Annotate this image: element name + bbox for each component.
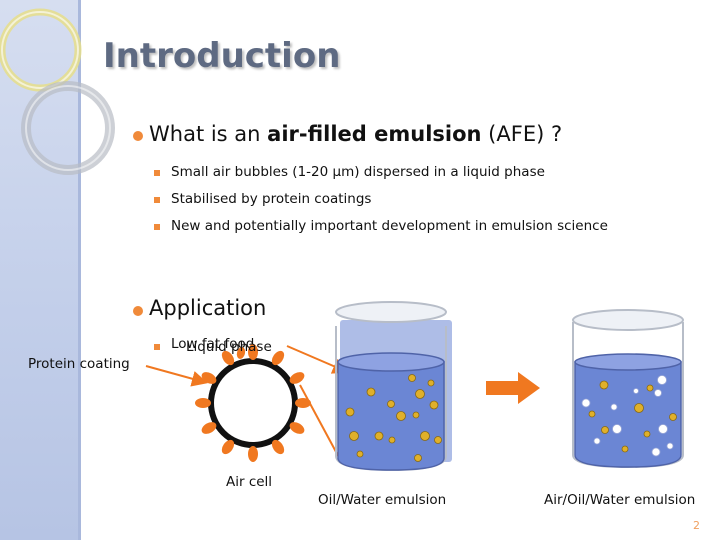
beaker-air-oil-water [572, 309, 684, 469]
sub-bullet-marker [154, 197, 160, 203]
decorative-rings [0, 8, 115, 175]
liquid-phase-label: Liquid phase [186, 339, 272, 355]
bullet-dot [133, 131, 143, 141]
bullet-dot [133, 306, 143, 316]
sub-bullet-marker [154, 170, 160, 176]
sub-bullet-item: New and potentially important developmen… [171, 218, 608, 234]
protein-coating-label: Protein coating [28, 356, 130, 372]
oil-droplets [588, 380, 677, 453]
sidebar-edge [78, 0, 81, 540]
oil-water-emulsion-label: Oil/Water emulsion [318, 492, 447, 508]
bullet-question-prefix: What is an [149, 122, 268, 146]
bullet-question-suffix: (AFE) ? [481, 122, 563, 146]
bullet-question-bold: air-filled emulsion [267, 122, 482, 146]
oil-droplets [345, 374, 442, 462]
beaker-oil-water [335, 301, 452, 472]
sub-bullet-marker [154, 224, 160, 230]
sub-bullet-item: Small air bubbles (1-20 µm) dispersed in… [171, 164, 545, 180]
bullet-question: What is an air-filled emulsion (AFE) ? [149, 122, 562, 146]
air-cell [195, 344, 311, 462]
page-number: 2 [693, 519, 700, 532]
protein-coating-arrow [145, 365, 208, 387]
air-bubbles [581, 375, 674, 457]
sub-bullet-item: Stabilised by protein coatings [171, 191, 372, 207]
air-cell-label: Air cell [226, 474, 273, 490]
sub-bullet-marker [154, 344, 160, 350]
bullet-application: Application [149, 296, 267, 320]
sub-bullet-item: Low fat food [171, 336, 255, 352]
transition-arrow [486, 372, 540, 404]
air-oil-water-emulsion-label: Air/Oil/Water emulsion [544, 492, 696, 508]
slide-title: Introduction [103, 36, 341, 76]
